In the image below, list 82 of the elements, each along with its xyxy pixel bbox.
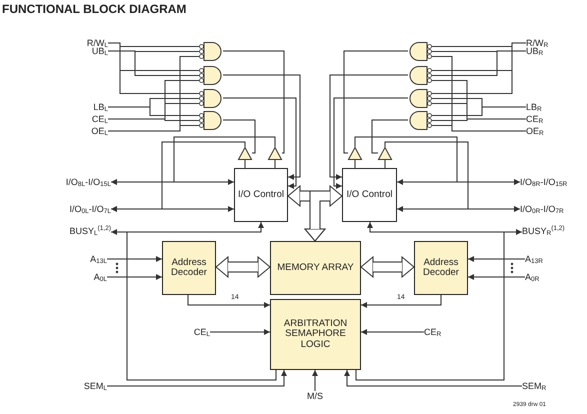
wire: [274, 160, 276, 168]
buffer-symbol: [238, 147, 252, 160]
pin-label: I/O$_{0R}$-I/O$_{7R}$: [520, 204, 586, 215]
arrow: [396, 206, 520, 212]
signal-label: OE$_{L}$: [60, 126, 108, 136]
wire: [432, 118, 526, 121]
pin-label: I/O$_{8L}$-I/O$_{15L}$: [20, 177, 111, 188]
arrow: [106, 370, 287, 386]
wire: [108, 118, 200, 121]
arrow: [334, 98, 408, 189]
signal-label: R/W$_{L}$: [60, 38, 108, 48]
signal-label: CE$_{R}$: [526, 114, 576, 124]
pin-label: CE$_{L}$: [176, 327, 210, 338]
bus-arrow: [216, 256, 270, 278]
wire: [108, 125, 200, 132]
and-gate-symbol: [199, 111, 223, 130]
signal-label: R/W$_{R}$: [526, 38, 576, 48]
arrow: [222, 98, 296, 189]
signal-label: UB$_{R}$: [526, 46, 576, 56]
memory-box: MEMORY ARRAY: [270, 241, 361, 295]
arrow: [312, 370, 318, 392]
pin-label: M/S: [298, 391, 332, 402]
buffer-symbol: [348, 147, 362, 160]
signal-label: CE$_{L}$: [60, 114, 108, 124]
bus-arrow: [360, 256, 414, 278]
pin-label: A$_{0R}$: [525, 272, 565, 283]
pin-label: I/O$_{0L}$-I/O$_{7L}$: [20, 204, 111, 215]
arrow: [106, 256, 162, 262]
wire: [108, 50, 200, 76]
bus-arrow: [304, 186, 342, 242]
signal-label: LB$_{L}$: [60, 102, 108, 112]
arrow: [396, 179, 520, 185]
pin-label: CE$_{R}$: [424, 327, 458, 338]
wire: [372, 120, 408, 154]
decoder-box: Address Decoder: [414, 241, 468, 295]
arrow: [110, 179, 234, 185]
arrow: [330, 74, 408, 180]
and-gate-symbol: [199, 66, 223, 85]
arrow: [468, 274, 526, 280]
buffer-symbol: [378, 147, 392, 160]
wire: [432, 125, 526, 132]
wire: [432, 50, 526, 76]
wire: [432, 106, 526, 116]
wire: [244, 160, 246, 168]
wire: [384, 160, 386, 168]
arrow: [106, 274, 162, 280]
arrow: [360, 329, 424, 335]
wire: [344, 50, 408, 154]
wire: [222, 120, 256, 154]
and-gate-symbol: [408, 42, 432, 61]
pin-label: SEM$_{L}$: [60, 381, 107, 392]
diagram-title: FUNCTIONAL BLOCK DIAGRAM: [2, 2, 186, 16]
pin-label: SEM$_{R}$: [522, 381, 567, 392]
logic-box: ARBITRATION SEMAPHORE LOGIC: [270, 299, 361, 370]
and-gate-symbol: [408, 89, 432, 108]
wire: [432, 42, 526, 94]
and-gate-symbol: [199, 42, 223, 61]
and-gate-symbol: [408, 111, 432, 130]
signal-label: OE$_{R}$: [526, 126, 576, 136]
signal-label: UB$_{L}$: [60, 46, 108, 56]
pin-label: I/O$_{8R}$-I/O$_{15R}$: [520, 177, 586, 188]
arrow: [344, 370, 522, 386]
arrow: [360, 294, 442, 308]
wire: [108, 42, 200, 94]
arrow: [188, 294, 270, 308]
signal-label: LB$_{R}$: [526, 102, 576, 112]
pin-label: A$_{13L}$: [70, 254, 107, 265]
wire: [108, 106, 200, 116]
arrow: [468, 256, 526, 262]
and-gate-symbol: [408, 66, 432, 85]
io-control-box: I/O Control: [234, 168, 288, 222]
io-control-box: I/O Control: [342, 168, 397, 222]
pin-label: A$_{13R}$: [525, 254, 565, 265]
buffer-symbol: [268, 147, 282, 160]
wire: [354, 160, 356, 168]
pin-label: A$_{0L}$: [70, 272, 107, 283]
arrow: [110, 206, 234, 212]
decoder-box: Address Decoder: [162, 241, 216, 295]
and-gate-symbol: [199, 89, 223, 108]
wire: [222, 50, 284, 154]
arrow: [210, 329, 270, 335]
arrow: [222, 74, 300, 180]
